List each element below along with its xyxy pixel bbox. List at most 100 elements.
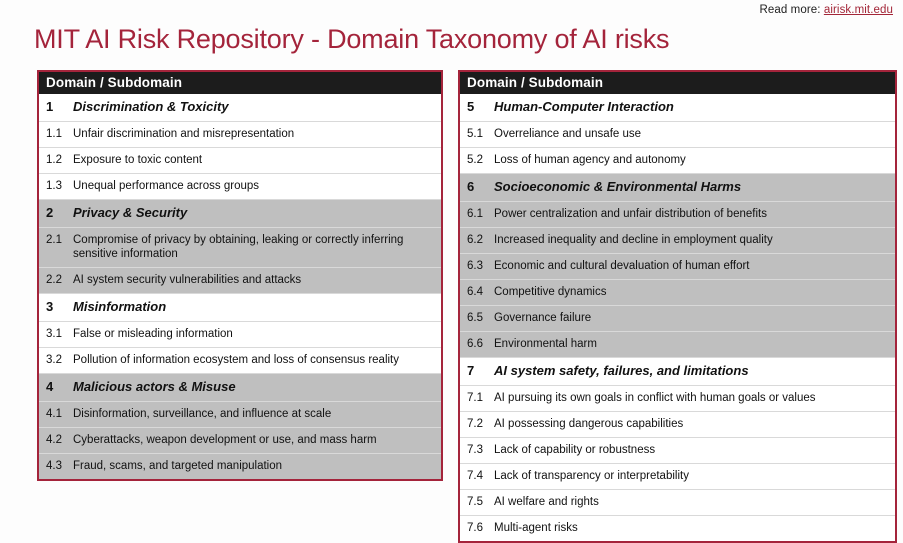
domain-number: 1 [46,99,54,114]
subdomain-number: 6.4 [467,286,483,298]
domain-table-left: Domain / Subdomain 1 Discrimination & Tox… [37,70,443,481]
domain-number: 5 [467,99,475,114]
subdomain-number: 6.3 [467,260,483,272]
subdomain-number: 7.4 [467,470,483,482]
domain-title: Socioeconomic & Environmental Harms [494,179,742,194]
subdomain-row: 7.4 Lack of transparency or interpretabil… [460,463,895,489]
subdomain-title: Loss of human agency and autonomy [494,154,686,166]
airisk-website-link[interactable]: airisk.mit.edu [823,4,893,16]
domain-number: 6 [467,179,475,194]
subdomain-title: Competitive dynamics [494,286,607,298]
subdomain-title: Cyberattacks, weapon development or use,… [73,434,377,446]
domain-table-right: Domain / Subdomain 5 Human-Computer Inter… [458,70,897,543]
subdomain-title: AI welfare and rights [494,496,599,508]
subdomain-title: Unfair discrimination and misrepresentat… [73,128,295,140]
domain-title: Privacy & Security [73,205,188,220]
subdomain-title: AI possessing dangerous capabilities [494,418,684,430]
subdomain-row: 3.1 False or misleading information [39,321,441,347]
subdomain-number: 3.1 [46,328,62,340]
subdomain-row: 4.3 Fraud, scams, and targeted manipulati… [39,453,441,479]
subdomain-number: 4.1 [46,408,62,420]
taxonomy-tables: Domain / Subdomain 1 Discrimination & Tox… [37,70,897,543]
subdomain-row: 5.1 Overreliance and unsafe use [460,121,895,147]
subdomain-number: 7.5 [467,496,483,508]
subdomain-row: 5.2 Loss of human agency and autonomy [460,147,895,173]
subdomain-row: 6.3 Economic and cultural devaluation of … [460,253,895,279]
subdomain-number: 7.1 [467,392,483,404]
subdomain-title: Overreliance and unsafe use [494,128,642,140]
subdomain-number: 1.1 [46,128,62,140]
subdomain-row: 7.5 AI welfare and rights [460,489,895,515]
domain-row: 6 Socioeconomic & Environmental Harms [460,173,895,201]
subdomain-title: Exposure to toxic content [73,154,203,166]
table-body-right: 5 Human-Computer Interaction 5.1 Overrelian… [460,94,895,541]
subdomain-number: 2.1 [46,234,62,246]
subdomain-row: 4.1 Disinformation, surveillance, and inf… [39,401,441,427]
subdomain-row: 7.2 AI possessing dangerous capabilities [460,411,895,437]
subdomain-row: 3.2 Pollution of information ecosystem an… [39,347,441,373]
domain-number: 4 [46,379,54,394]
subdomain-title: Environmental harm [494,338,597,350]
subdomain-title: Pollution of information ecosystem and l… [73,354,399,366]
table-body-left: 1 Discrimination & Toxicity 1.1 Unfair disc… [39,94,441,479]
domain-row: 3 Misinformation [39,293,441,321]
subdomain-number: 7.6 [467,522,483,534]
subdomain-row: 1.3 Unequal performance across groups [39,173,441,199]
read-more-line: Read more: airisk.mit.edu [759,4,893,16]
subdomain-title: Economic and cultural devaluation of hum… [494,260,750,272]
table-header-right: Domain / Subdomain [460,72,895,94]
domain-number: 3 [46,299,54,314]
subdomain-title: AI pursuing its own goals in conflict wi… [494,392,816,404]
subdomain-title: AI system security vulnerabilities and a… [73,274,302,286]
subdomain-number: 3.2 [46,354,62,366]
subdomain-number: 4.3 [46,460,62,472]
domain-title: AI system safety, failures, and limitati… [494,363,749,378]
subdomain-row: 7.6 Multi-agent risks [460,515,895,541]
domain-title: Human-Computer Interaction [494,99,674,114]
subdomain-title: Multi-agent risks [494,522,578,534]
domain-row: 4 Malicious actors & Misuse [39,373,441,401]
domain-title: Misinformation [73,299,167,314]
subdomain-number: 6.6 [467,338,483,350]
subdomain-row: 2.2 AI system security vulnerabilities an… [39,267,441,293]
domain-row: 1 Discrimination & Toxicity [39,94,441,121]
domain-title: Discrimination & Toxicity [73,99,229,114]
domain-number: 7 [467,363,475,378]
subdomain-row: 6.2 Increased inequality and decline in e… [460,227,895,253]
table-header-left: Domain / Subdomain [39,72,441,94]
subdomain-row: 6.4 Competitive dynamics [460,279,895,305]
subdomain-title: Unequal performance across groups [73,180,260,192]
domain-row: 5 Human-Computer Interaction [460,94,895,121]
subdomain-row: 2.1 Compromise of privacy by obtaining, l… [39,227,441,267]
subdomain-row: 4.2 Cyberattacks, weapon development or u… [39,427,441,453]
domain-number: 2 [46,205,54,220]
subdomain-number: 6.2 [467,234,483,246]
subdomain-title: Fraud, scams, and targeted manipulation [73,460,283,472]
subdomain-row: 7.1 AI pursuing its own goals in conflict… [460,385,895,411]
subdomain-row: 1.2 Exposure to toxic content [39,147,441,173]
subdomain-number: 1.3 [46,180,62,192]
subdomain-number: 7.2 [467,418,483,430]
subdomain-title: Compromise of privacy by obtaining, leak… [73,234,404,260]
subdomain-title: False or misleading information [73,328,233,340]
subdomain-title: Disinformation, surveillance, and influe… [73,408,332,420]
read-more-label: Read more: [759,4,821,16]
domain-title: Malicious actors & Misuse [73,379,236,394]
domain-row: 2 Privacy & Security [39,199,441,227]
subdomain-number: 5.1 [467,128,483,140]
subdomain-number: 1.2 [46,154,62,166]
domain-row: 7 AI system safety, failures, and limitat… [460,357,895,385]
subdomain-title: Lack of transparency or interpretability [494,470,689,482]
subdomain-number: 5.2 [467,154,483,166]
subdomain-title: Power centralization and unfair distribu… [494,208,767,220]
subdomain-title: Governance failure [494,312,592,324]
subdomain-number: 2.2 [46,274,62,286]
subdomain-number: 4.2 [46,434,62,446]
subdomain-row: 1.1 Unfair discrimination and misrepresen… [39,121,441,147]
subdomain-title: Lack of capability or robustness [494,444,656,456]
subdomain-row: 6.6 Environmental harm [460,331,895,357]
subdomain-title: Increased inequality and decline in empl… [494,234,773,246]
